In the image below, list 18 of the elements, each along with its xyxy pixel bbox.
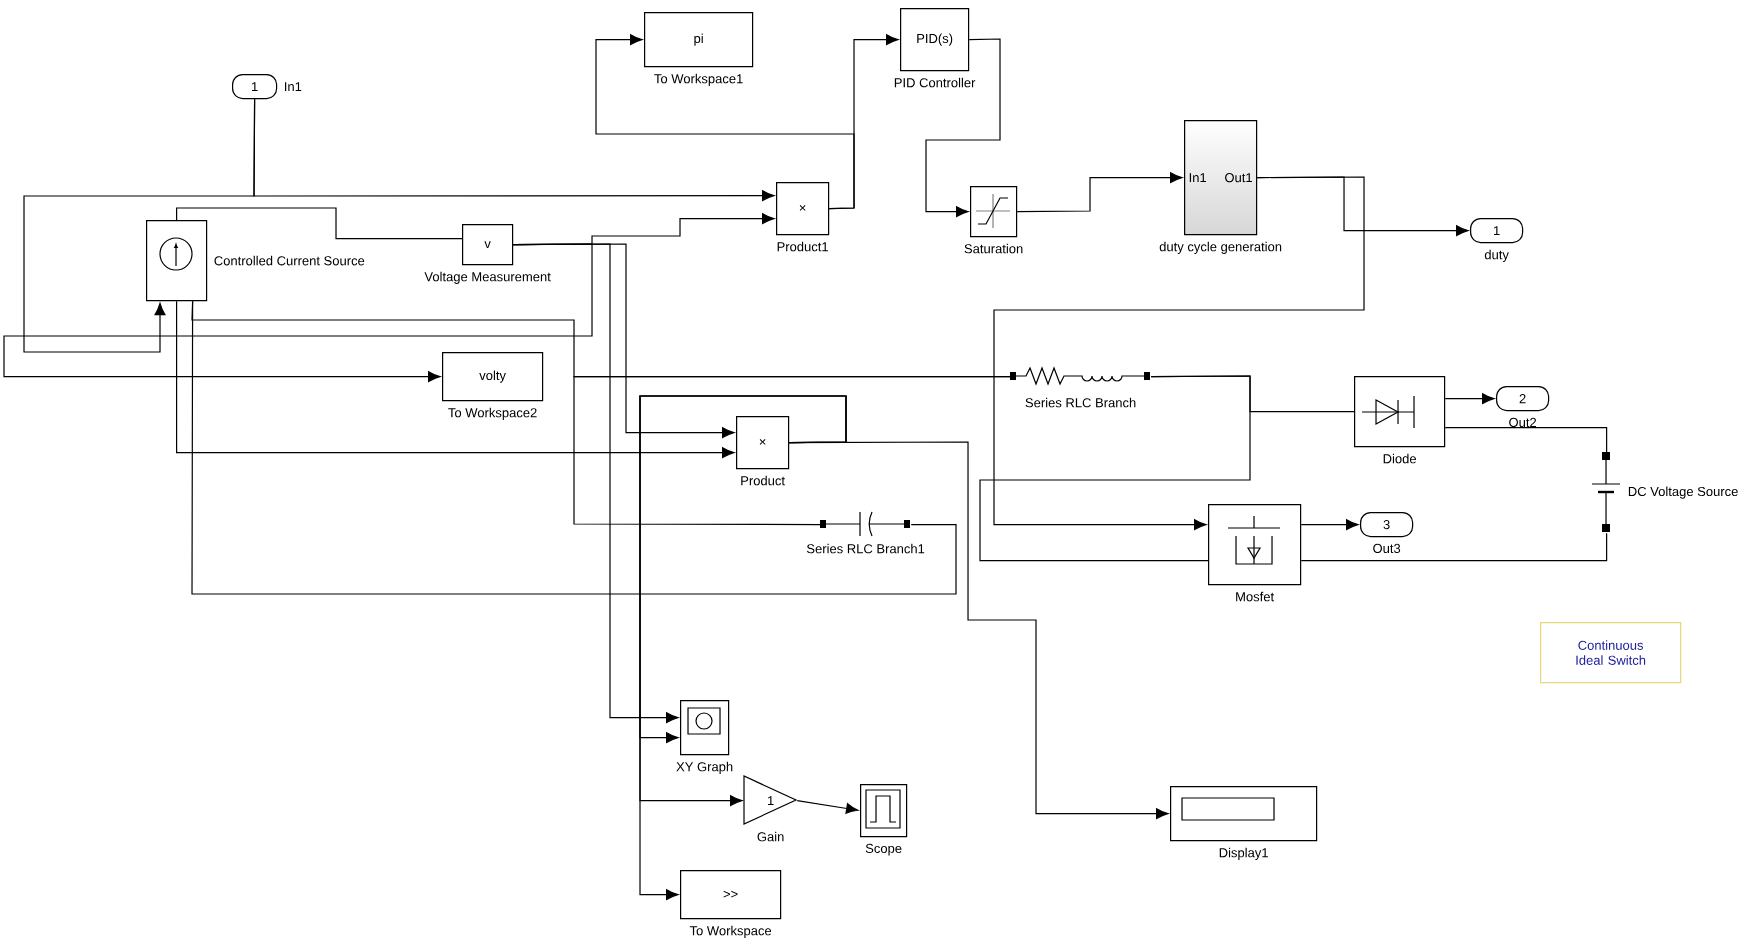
connector	[512, 243, 679, 724]
connector	[176, 300, 735, 459]
connector	[3, 243, 593, 383]
connector	[253, 98, 775, 202]
connector	[1016, 172, 1183, 213]
connector	[573, 376, 1011, 526]
connector	[979, 375, 1251, 562]
connector	[639, 395, 847, 901]
connector	[595, 34, 855, 210]
connector	[993, 176, 1365, 531]
connector	[796, 800, 859, 814]
connector	[176, 207, 463, 240]
connector	[925, 38, 1001, 218]
connector	[1300, 532, 1608, 562]
connector	[1444, 393, 1495, 405]
connector	[1300, 519, 1359, 531]
connector	[191, 300, 957, 595]
connector	[1444, 427, 1608, 453]
